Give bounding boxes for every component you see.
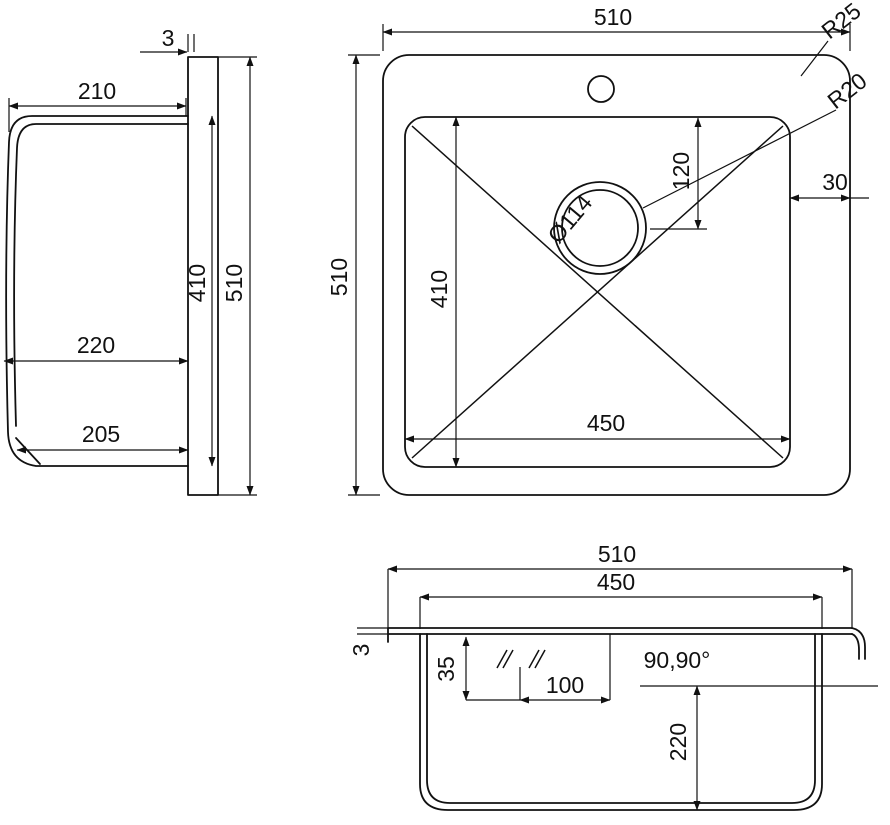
plan-dim30-label: 30 [822, 169, 848, 195]
section-view: 510 450 3 35 100 90,90 [348, 541, 878, 811]
sec-dim35-label: 35 [433, 656, 459, 682]
plan-dim510h-label: 510 [594, 4, 632, 30]
side-dim220-label: 220 [77, 332, 115, 358]
side-dim205-label: 205 [82, 421, 120, 447]
side-bowl-outer [5, 115, 189, 467]
plan-r25-leader [800, 40, 829, 77]
plan-view: 510 510 410 450 120 30 Ø114 R25 R20 [326, 0, 872, 496]
plan-drain-outer [553, 181, 647, 275]
side-dim510-label: 510 [221, 264, 247, 302]
plan-outer-rim [382, 54, 851, 496]
side-dim410-label: 410 [184, 264, 210, 302]
plan-drain-label: Ø114 [542, 189, 597, 248]
side-flange [187, 56, 219, 496]
plan-dim410-label: 410 [426, 270, 452, 308]
side-view: 3 210 220 205 410 510 [3, 25, 257, 496]
sec-dim510-label: 510 [598, 541, 636, 567]
sec-rim-right-hook-outer [851, 627, 866, 660]
plan-drain-inner [561, 189, 639, 267]
plan-diagonal-2 [411, 125, 784, 459]
sec-angle-label: 90,90° [644, 647, 711, 673]
sec-tap-hatch-3 [528, 649, 540, 669]
plan-bowl [404, 116, 791, 468]
sec-bowl-outer [419, 633, 823, 811]
side-bowl-inner [13, 123, 189, 427]
sec-tap-hatch-2 [502, 649, 514, 669]
plan-dim450-label: 450 [587, 410, 625, 436]
sec-dim450-label: 450 [597, 569, 635, 595]
sec-dim100-label: 100 [546, 672, 584, 698]
plan-tap-hole [587, 75, 615, 103]
plan-r25-label: R25 [816, 0, 865, 44]
plan-dim510v-label: 510 [326, 258, 352, 296]
sec-bowl-inner [426, 633, 816, 804]
sec-tap-hatch-4 [534, 649, 546, 669]
sec-tap-hatch-1 [496, 649, 508, 669]
side-dim3-label: 3 [162, 25, 175, 51]
plan-r20-label: R20 [822, 67, 871, 113]
sec-dim220-label: 220 [665, 723, 691, 761]
sec-rim-right-hook-inner [851, 633, 860, 660]
plan-r20-leader [642, 109, 837, 209]
side-dim210-label: 210 [78, 78, 116, 104]
sec-dim3-label: 3 [348, 644, 374, 657]
